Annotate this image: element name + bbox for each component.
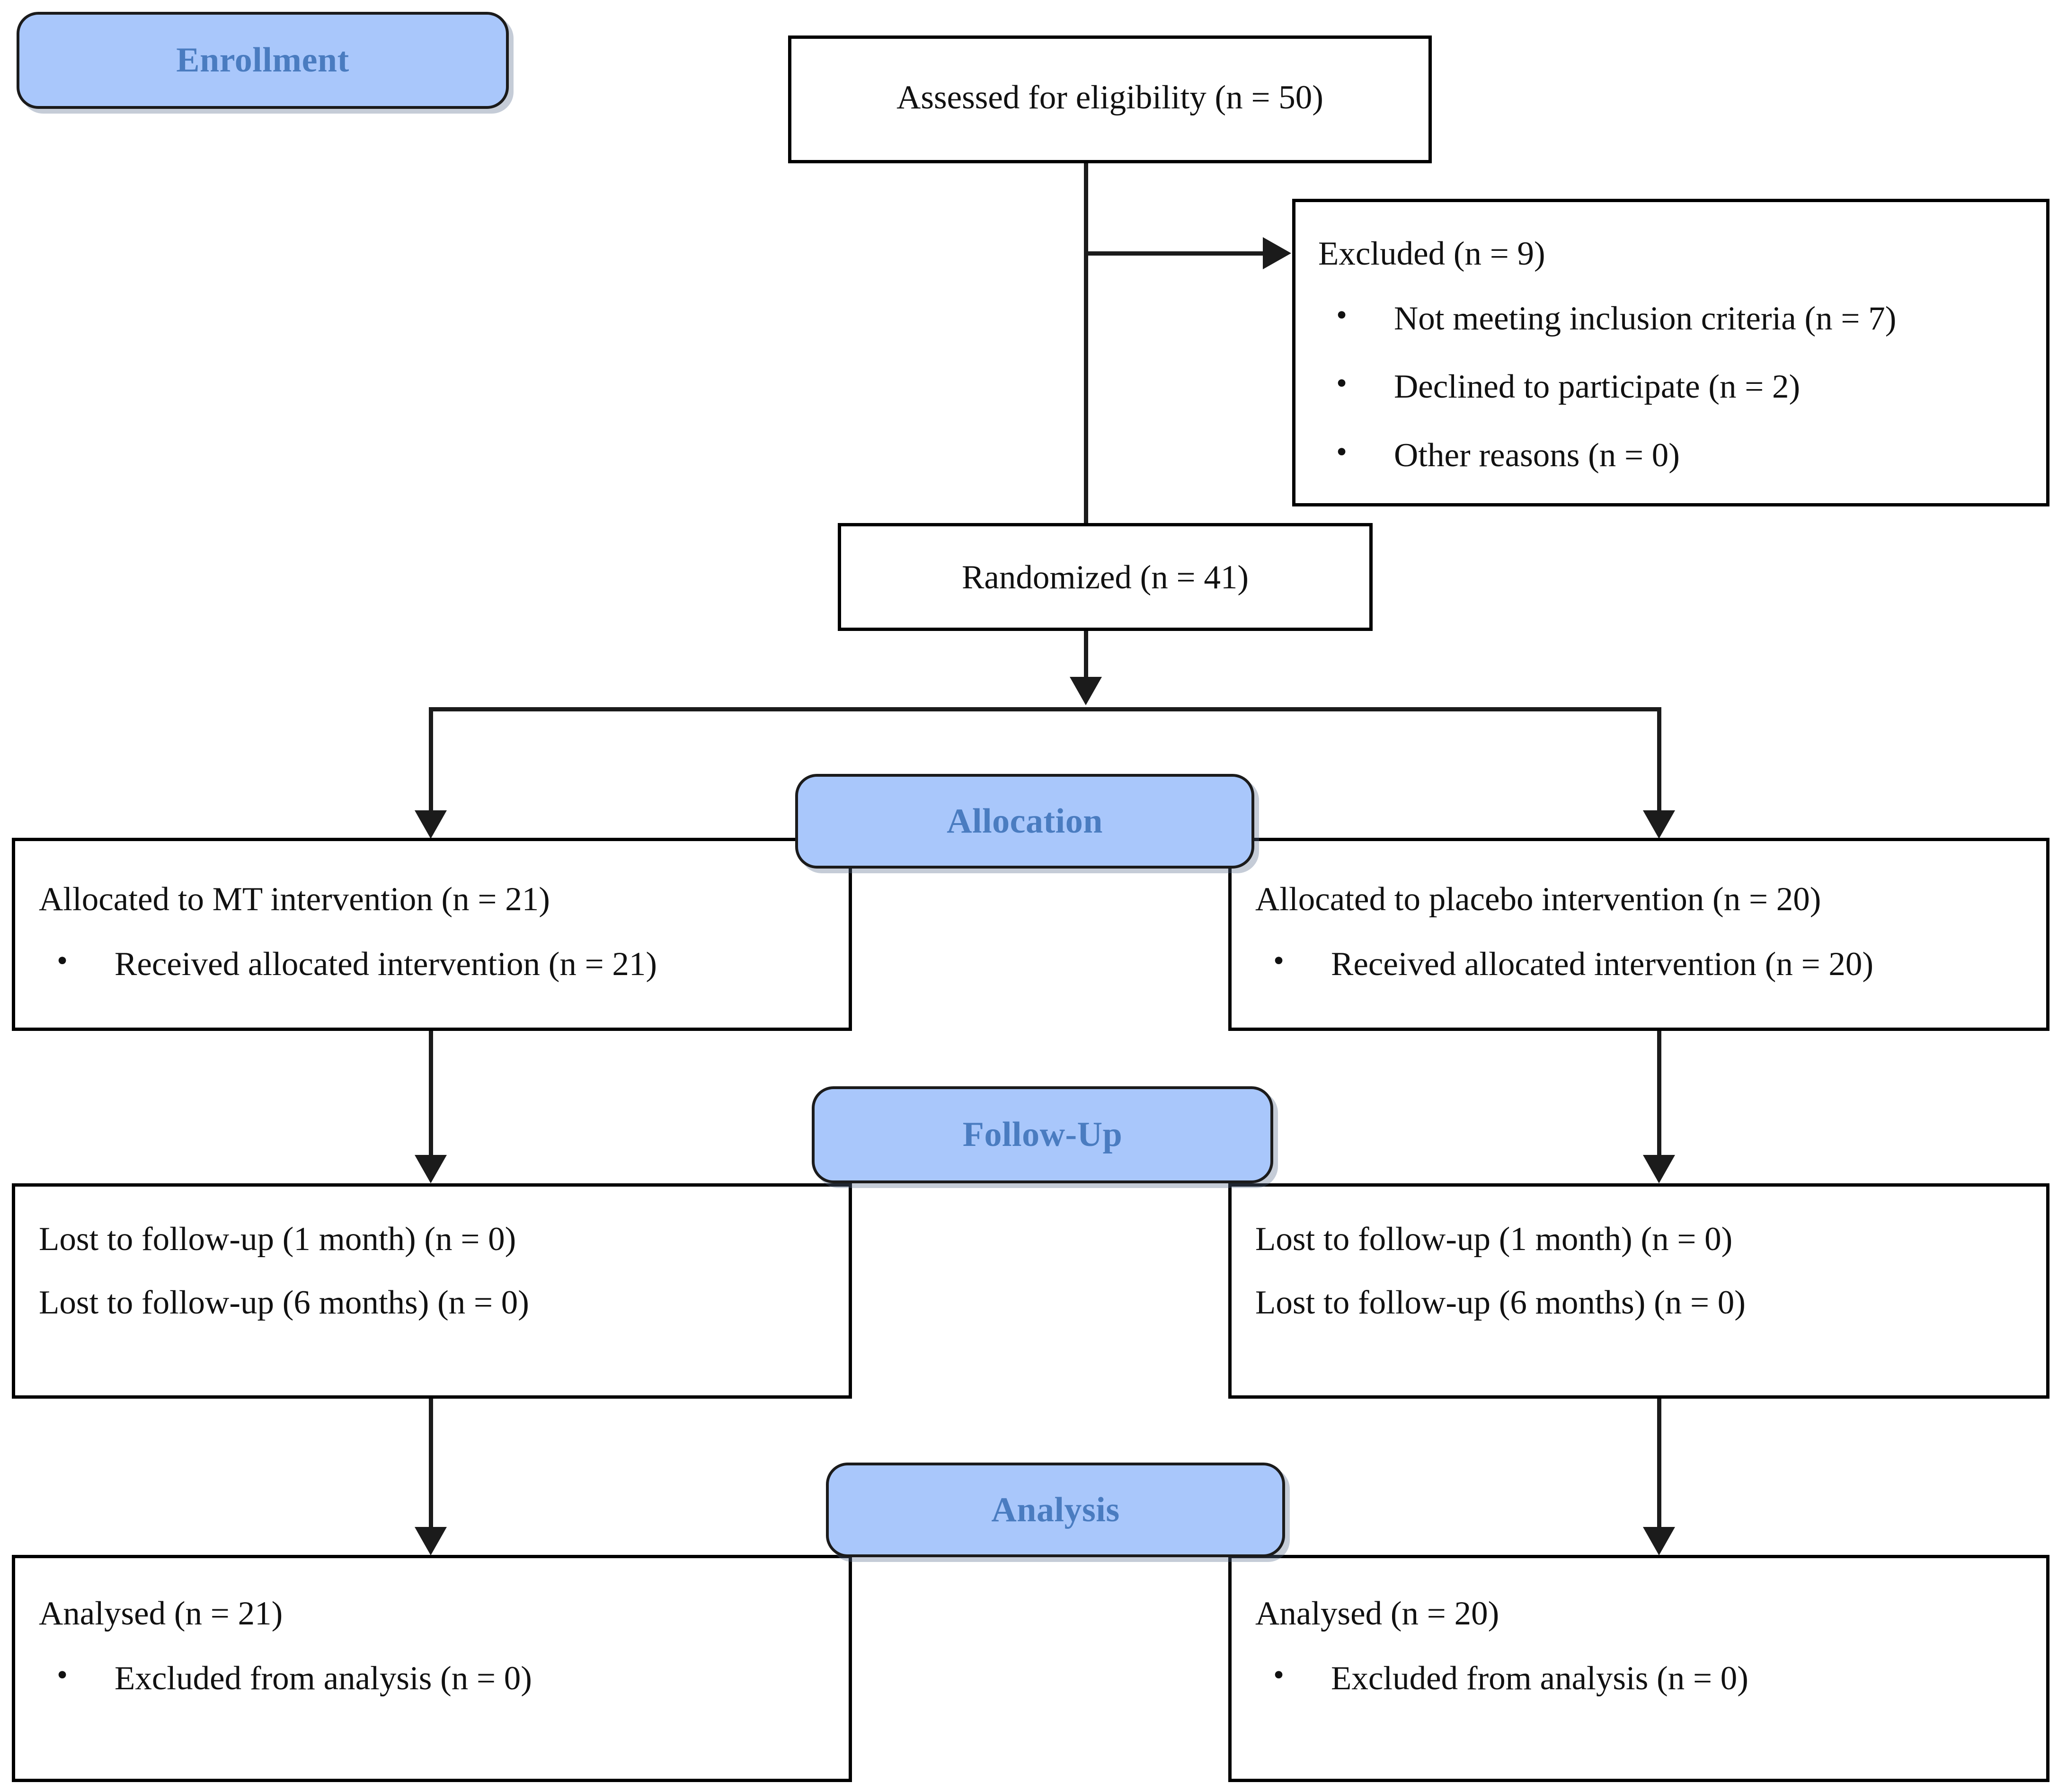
- stage-badge-enrollment: Enrollment: [17, 12, 509, 109]
- node-randomized-text: Randomized (n = 41): [962, 559, 1249, 596]
- arrowhead-randomized-split-icon: [1070, 677, 1102, 705]
- stage-badge-allocation-label: Allocation: [947, 801, 1103, 841]
- connector-alloc-right-to-followup: [1657, 1031, 1661, 1156]
- node-followup-left: Lost to follow-up (1 month) (n = 0) Lost…: [12, 1183, 852, 1399]
- list-item: Other reasons (n = 0): [1318, 432, 1896, 477]
- connector-split-left-drop: [429, 707, 433, 816]
- arrowhead-to-excluded-icon: [1263, 237, 1291, 269]
- arrowhead-followup-left-icon: [415, 1155, 447, 1183]
- connector-followup-right-to-analysis: [1657, 1399, 1661, 1529]
- node-followup-left-line2: Lost to follow-up (6 months) (n = 0): [39, 1284, 529, 1321]
- connector-randomized-stem: [1084, 631, 1088, 681]
- connector-split-right-drop: [1657, 707, 1661, 816]
- list-item: Excluded from analysis (n = 0): [1255, 1655, 1748, 1700]
- arrowhead-allocation-left-icon: [415, 810, 447, 839]
- list-item: Declined to participate (n = 2): [1318, 363, 1896, 408]
- node-randomized: Randomized (n = 41): [838, 523, 1373, 631]
- list-item: Received allocated intervention (n = 20): [1255, 940, 1873, 986]
- connector-to-excluded-line: [1084, 251, 1264, 256]
- node-excluded: Excluded (n = 9) Not meeting inclusion c…: [1292, 199, 2049, 506]
- node-allocation-left-list: Received allocated intervention (n = 21): [39, 940, 657, 986]
- node-followup-right: Lost to follow-up (1 month) (n = 0) Lost…: [1228, 1183, 2049, 1399]
- node-followup-right-line2: Lost to follow-up (6 months) (n = 0): [1255, 1284, 1746, 1321]
- node-allocation-right-list: Received allocated intervention (n = 20): [1255, 940, 1873, 986]
- arrowhead-allocation-right-icon: [1643, 810, 1675, 839]
- stage-badge-analysis: Analysis: [826, 1463, 1285, 1557]
- node-analysis-left-heading: Analysed (n = 21): [39, 1595, 283, 1632]
- stage-badge-followup: Follow-Up: [812, 1086, 1273, 1183]
- connector-allocation-split-bar: [431, 707, 1661, 711]
- node-analysis-right: Analysed (n = 20) Excluded from analysis…: [1228, 1555, 2049, 1782]
- node-analysis-right-list: Excluded from analysis (n = 0): [1255, 1655, 1748, 1700]
- node-assessed-text: Assessed for eligibility (n = 50): [896, 79, 1323, 116]
- node-analysis-left-list: Excluded from analysis (n = 0): [39, 1655, 532, 1700]
- arrowhead-analysis-right-icon: [1643, 1527, 1675, 1555]
- stage-badge-allocation: Allocation: [795, 774, 1254, 869]
- node-analysis-right-heading: Analysed (n = 20): [1255, 1595, 1499, 1632]
- connector-assessed-to-randomized: [1084, 163, 1088, 523]
- node-allocation-right: Allocated to placebo intervention (n = 2…: [1228, 838, 2049, 1031]
- node-followup-left-line1: Lost to follow-up (1 month) (n = 0): [39, 1221, 516, 1258]
- node-excluded-heading: Excluded (n = 9): [1318, 235, 1545, 272]
- list-item: Received allocated intervention (n = 21): [39, 940, 657, 986]
- arrowhead-analysis-left-icon: [415, 1527, 447, 1555]
- node-allocation-left-heading: Allocated to MT intervention (n = 21): [39, 881, 550, 918]
- stage-badge-analysis-label: Analysis: [991, 1490, 1120, 1529]
- connector-followup-left-to-analysis: [429, 1399, 433, 1529]
- node-analysis-left: Analysed (n = 21) Excluded from analysis…: [12, 1555, 852, 1782]
- stage-badge-followup-label: Follow-Up: [962, 1115, 1123, 1154]
- list-item: Excluded from analysis (n = 0): [39, 1655, 532, 1700]
- node-excluded-list: Not meeting inclusion criteria (n = 7) D…: [1318, 295, 1896, 477]
- node-allocation-right-heading: Allocated to placebo intervention (n = 2…: [1255, 881, 1821, 918]
- arrowhead-followup-right-icon: [1643, 1155, 1675, 1183]
- list-item: Not meeting inclusion criteria (n = 7): [1318, 295, 1896, 340]
- node-assessed-for-eligibility: Assessed for eligibility (n = 50): [788, 35, 1432, 163]
- stage-badge-enrollment-label: Enrollment: [176, 41, 349, 80]
- node-followup-right-line1: Lost to follow-up (1 month) (n = 0): [1255, 1221, 1733, 1258]
- connector-alloc-left-to-followup: [429, 1031, 433, 1156]
- node-allocation-left: Allocated to MT intervention (n = 21) Re…: [12, 838, 852, 1031]
